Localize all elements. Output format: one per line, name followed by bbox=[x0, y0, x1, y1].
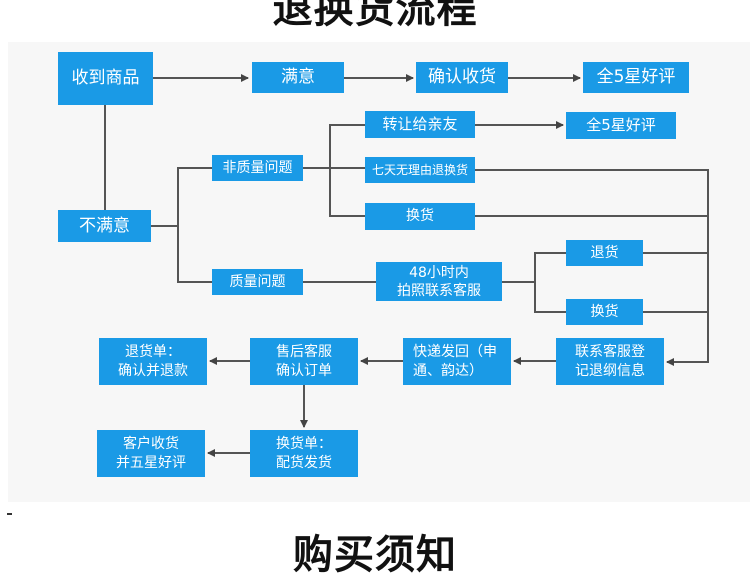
title-return-exchange-process: 退换货流程 bbox=[272, 0, 478, 32]
node-register-return-info: 联系客服登 记退纲信息 bbox=[556, 338, 664, 385]
node-received: 收到商品 bbox=[58, 52, 153, 105]
node-transfer-to-friends: 转让给亲友 bbox=[365, 111, 475, 138]
text-line: 售后客服 bbox=[276, 343, 332, 360]
text-line: 客户收货 bbox=[123, 435, 179, 452]
text-line: 退货单： bbox=[125, 343, 181, 360]
node-aftersales-confirm: 售后客服 确认订单 bbox=[250, 338, 358, 385]
text-line: 48小时内 bbox=[409, 264, 469, 281]
node-quality-issue: 质量问题 bbox=[212, 269, 303, 295]
text-line: 记退纲信息 bbox=[575, 362, 645, 379]
text-line: 快递发回（申 bbox=[413, 343, 497, 360]
node-contact-48h: 48小时内 拍照联系客服 bbox=[376, 262, 502, 301]
text-line: 联系客服登 bbox=[575, 343, 645, 360]
text-line: 拍照联系客服 bbox=[397, 282, 481, 299]
node-exchange-right: 换货 bbox=[566, 299, 643, 325]
node-five-star-1: 全5星好评 bbox=[583, 62, 689, 93]
node-confirm-receipt: 确认收货 bbox=[416, 62, 508, 93]
title-purchase-notice: 购买须知 bbox=[293, 532, 457, 578]
divider-mark bbox=[7, 513, 12, 515]
node-return: 退货 bbox=[566, 240, 643, 266]
node-exchange-order: 换货单： 配货发货 bbox=[250, 430, 358, 477]
text-line: 配货发货 bbox=[276, 454, 332, 471]
node-non-quality-issue: 非质量问题 bbox=[212, 155, 303, 181]
node-ship-back: 快递发回（申 通、韵达） bbox=[403, 338, 511, 385]
text-line: 确认并退款 bbox=[118, 362, 188, 379]
node-five-star-2: 全5星好评 bbox=[566, 112, 676, 139]
text-line: 通、韵达） bbox=[413, 362, 483, 379]
text-line: 并五星好评 bbox=[116, 454, 186, 471]
node-satisfied: 满意 bbox=[252, 62, 344, 93]
node-exchange: 换货 bbox=[365, 203, 475, 230]
node-unsatisfied: 不满意 bbox=[58, 210, 151, 242]
node-customer-receive: 客户收货 并五星好评 bbox=[97, 430, 205, 477]
text-line: 换货单： bbox=[276, 435, 332, 452]
node-seven-day-return: 七天无理由退换货 bbox=[365, 157, 475, 183]
node-refund: 退货单： 确认并退款 bbox=[99, 338, 207, 385]
text-line: 确认订单 bbox=[276, 362, 332, 379]
